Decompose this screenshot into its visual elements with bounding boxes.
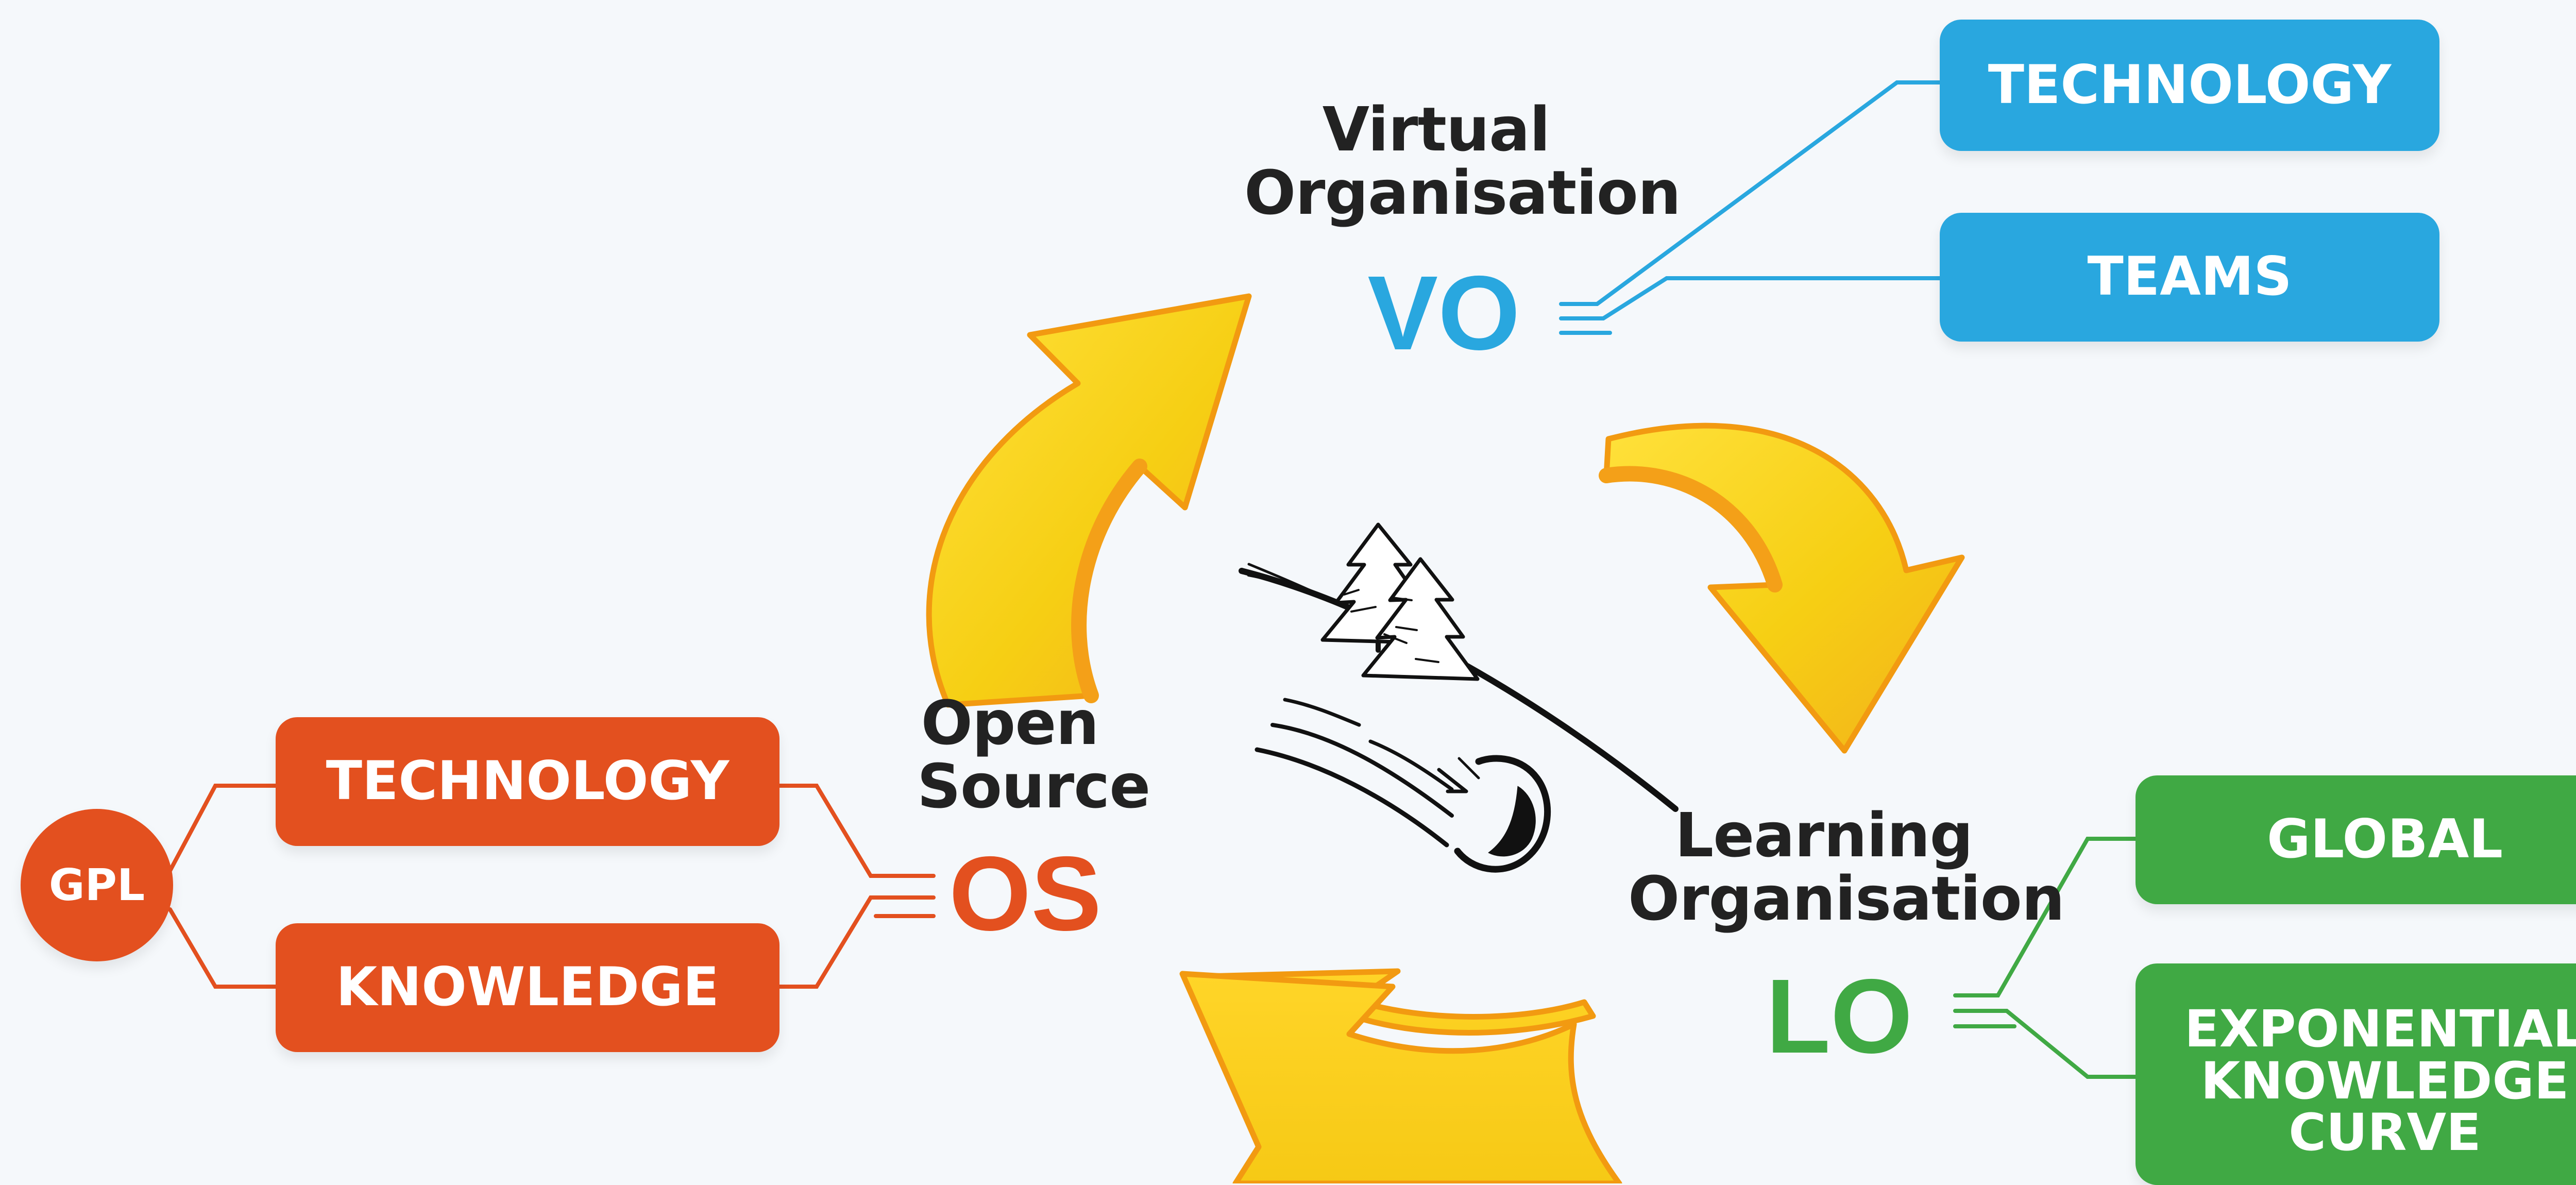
lo-connector-lines [1953,837,2138,1079]
os-technology-pill: TECHNOLOGY [276,717,779,846]
lo-abbreviation: LO [1766,957,1913,1075]
lo-global-pill: GLOBAL [2136,775,2576,904]
cycle-arrow-right-icon [1599,422,1965,754]
open-source-title: Open Source [917,687,1150,822]
os-connector-lines [168,784,936,989]
vo-teams-pill: TEAMS [1940,213,2439,342]
lo-exponential-knowledge-curve-pill: EXPONENTIAL KNOWLEDGE CURVE [2136,963,2576,1185]
vo-connector-lines [1559,80,1942,335]
vo-technology-pill: TECHNOLOGY [1940,20,2439,151]
vo-abbreviation: VO [1367,254,1520,372]
learning-organisation-title: Learning Organisation [1628,800,2065,934]
cycle-arrow-bottom-icon [1179,968,1622,1183]
os-abbreviation: OS [948,835,1102,953]
snowball-rolling-downhill-icon [1239,522,1679,873]
virtual-organisation-title: Virtual Organisation [1244,94,1681,228]
gpl-circle: GPL [21,809,173,961]
os-knowledge-pill: KNOWLEDGE [276,923,779,1052]
cycle-arrow-upper-left-icon [926,293,1252,708]
